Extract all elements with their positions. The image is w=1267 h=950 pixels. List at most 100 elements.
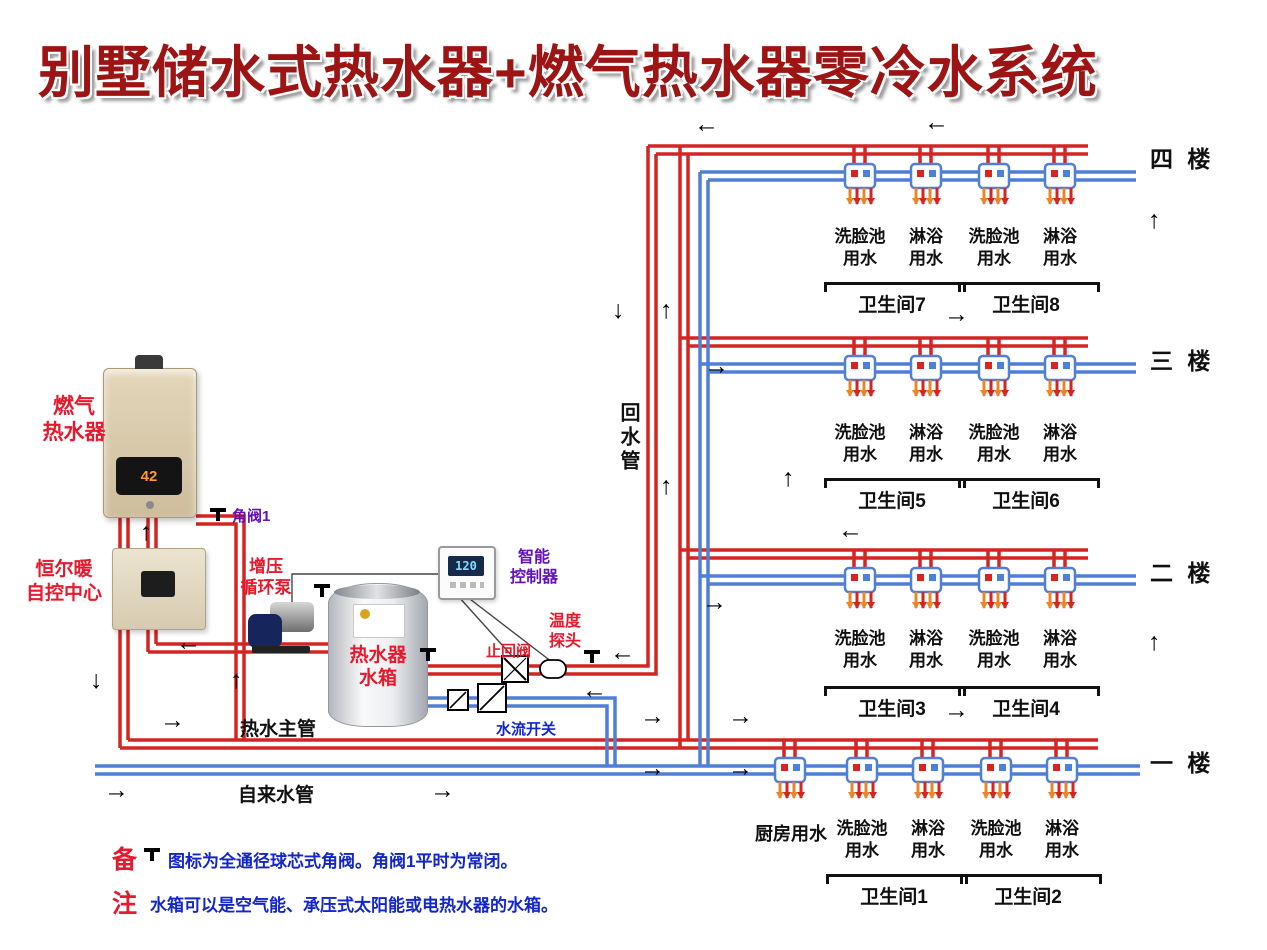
arrow-right-icon: → — [728, 702, 753, 730]
page-title: 别墅储水式热水器+燃气热水器零冷水系统 — [38, 41, 1098, 104]
arrow-down-icon: ↓ — [90, 666, 103, 694]
fixture-label: 洗脸池 用水 — [836, 819, 888, 860]
angle-valve1-label: 角阀1 — [232, 508, 271, 525]
temp-probe-label: 温度 探头 — [548, 613, 581, 650]
flow-switch-label: 水流开关 — [496, 721, 557, 738]
arrow-left-icon: ← — [610, 638, 635, 666]
tank-sticker — [353, 604, 405, 638]
fixture-label: 洗脸池 用水 — [968, 227, 1020, 268]
heater-button — [146, 501, 154, 509]
arrow-left-icon: ← — [924, 108, 949, 136]
arrow-left-icon: ← — [838, 516, 863, 544]
arrow-up-icon: ↑ — [782, 464, 795, 492]
fixture-label: 洗脸池 用水 — [970, 819, 1022, 860]
heater-display: 42 — [116, 457, 182, 495]
fixture-label: 淋浴 用水 — [909, 227, 943, 268]
bathroom-name: 卫生间4 — [992, 699, 1060, 720]
arrow-up-icon: ↑ — [660, 472, 673, 500]
arrow-left-icon: ← — [694, 110, 719, 138]
tap-water-pipe-label: 自来水管 — [238, 785, 315, 806]
arrow-right-icon: → — [944, 696, 969, 724]
note-line-2: 水箱可以是空气能、承压式太阳能或电热水器的水箱。 — [150, 896, 558, 915]
bathroom-bracket — [824, 478, 966, 488]
arrow-right-icon: → — [702, 588, 727, 616]
arrow-right-icon: → — [640, 754, 665, 782]
control-center-screen — [141, 571, 175, 597]
kitchen-label: 厨房用水 — [755, 824, 827, 844]
bathroom-bracket — [826, 874, 968, 884]
arrow-up-icon: ↑ — [660, 296, 673, 324]
temp-probe-symbol — [539, 659, 567, 679]
angle-valve-icon — [144, 848, 160, 861]
gas-water-heater: 42 — [103, 355, 197, 518]
hot-main-pipe-label: 热水主管 — [240, 719, 317, 740]
note-line-1: 图标为全通径球芯式角阀。角阀1平时为常闭。 — [168, 852, 518, 871]
floor-4-label: 四 楼 — [1150, 146, 1215, 172]
fixture-label: 淋浴 用水 — [1043, 629, 1077, 670]
fixture-label: 淋浴 用水 — [1043, 227, 1077, 268]
booster-pump-label: 增压 循环泵 — [240, 557, 292, 597]
fixture-label: 淋浴 用水 — [909, 423, 943, 464]
smart-controller-label: 智能 控制器 — [509, 549, 558, 586]
angle-valve-icon — [314, 584, 330, 597]
bathroom-name: 卫生间8 — [992, 295, 1060, 316]
tank-logo — [360, 609, 370, 619]
control-center-label: 恒尔暖 自控中心 — [25, 559, 102, 604]
fixture-label: 淋浴 用水 — [909, 629, 943, 670]
gas-heater-label: 燃气 热水器 — [42, 395, 106, 444]
bathroom-bracket — [958, 282, 1100, 292]
fixture-label: 洗脸池 用水 — [968, 423, 1020, 464]
controller-display: 120 — [448, 556, 484, 576]
control-center-unit — [112, 548, 206, 630]
bathroom-bracket — [824, 282, 966, 292]
bathroom-name: 卫生间3 — [858, 699, 926, 720]
check-valve-symbol — [501, 655, 529, 683]
arrow-right-icon: → — [430, 776, 455, 804]
check-valve-label: 止回阀 — [486, 643, 532, 660]
heater-vent — [135, 355, 163, 369]
arrow-down-icon: ↓ — [612, 296, 625, 324]
arrow-up-icon: ↑ — [1148, 628, 1161, 656]
pump-head — [248, 614, 282, 648]
flow-switch-symbol — [447, 683, 507, 713]
bathroom-name: 卫生间7 — [858, 295, 926, 316]
pump-base — [252, 646, 310, 653]
bathroom-bracket — [824, 686, 966, 696]
fixture-label: 洗脸池 用水 — [834, 629, 886, 670]
tank-top-rim — [334, 585, 420, 599]
fixture-label: 洗脸池 用水 — [968, 629, 1020, 670]
floor-2-label: 二 楼 — [1150, 560, 1215, 586]
booster-pump-unit — [248, 598, 316, 654]
arrow-up-icon: ↑ — [230, 666, 243, 694]
fixture-label: 淋浴 用水 — [1043, 423, 1077, 464]
arrow-right-icon: → — [944, 300, 969, 328]
fixture-label: 淋浴 用水 — [1045, 819, 1079, 860]
return-pipe-label: 回水管 — [617, 402, 639, 474]
arrow-right-icon: → — [640, 702, 665, 730]
bathroom-name: 卫生间2 — [994, 887, 1062, 908]
arrow-up-icon: ↑ — [1148, 206, 1161, 234]
fixture-label: 洗脸池 用水 — [834, 227, 886, 268]
angle-valve-icon — [584, 650, 600, 663]
tank-label: 热水器 水箱 — [349, 645, 407, 689]
bathroom-name: 卫生间1 — [860, 887, 928, 908]
bathroom-name: 卫生间5 — [858, 491, 926, 512]
arrow-right-icon: → — [160, 706, 185, 734]
angle-valve-icon — [420, 648, 436, 661]
arrow-right-icon: → — [728, 754, 753, 782]
fixture-label: 洗脸池 用水 — [834, 423, 886, 464]
controller-buttons — [450, 582, 484, 588]
bathroom-bracket — [958, 478, 1100, 488]
water-tank: 热水器 水箱 — [328, 583, 428, 727]
floor-1-label: 一 楼 — [1150, 750, 1215, 776]
bathroom-bracket — [958, 686, 1100, 696]
arrow-right-icon: → — [104, 776, 129, 804]
smart-controller-unit: 120 — [438, 546, 496, 600]
fixture-label: 淋浴 用水 — [911, 819, 945, 860]
angle-valve-icon — [210, 508, 226, 521]
arrow-right-icon: → — [704, 352, 729, 380]
arrow-left-icon: ← — [582, 676, 607, 704]
arrow-left-icon: ← — [176, 628, 201, 656]
